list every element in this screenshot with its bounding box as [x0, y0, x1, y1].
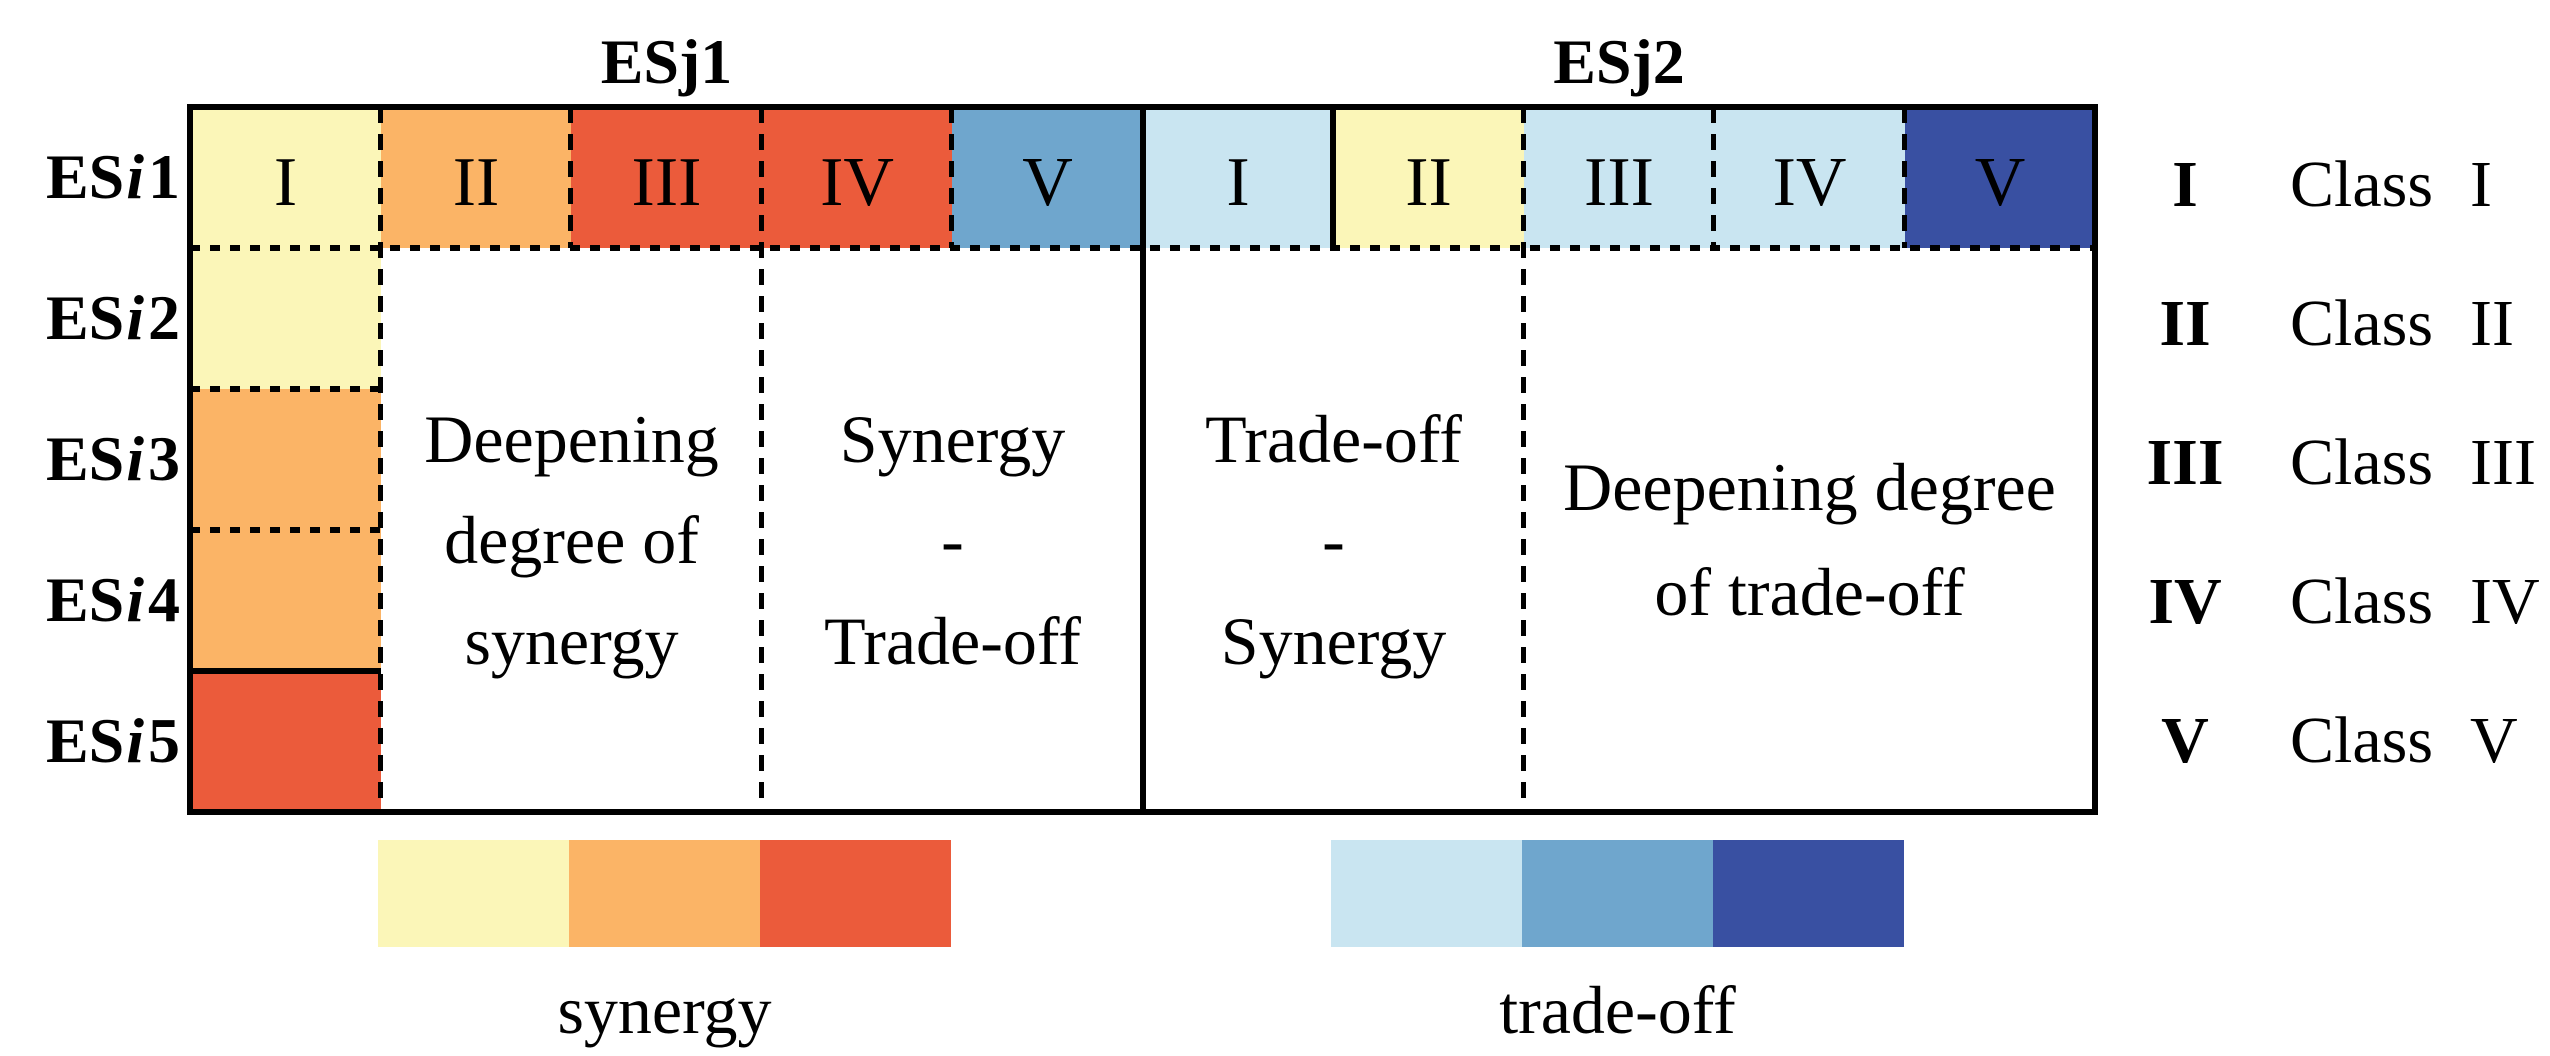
row-label-esi5: ESi5	[10, 706, 180, 776]
synergy-bar-label: synergy	[557, 971, 772, 1048]
matrix-cell-left-3	[190, 389, 381, 530]
row-label-esi2: ESi2	[10, 283, 180, 353]
cell-numeral: I	[1226, 143, 1250, 221]
region-text-line: Trade-off	[1205, 401, 1462, 477]
row-label-prefix: ES	[45, 705, 125, 776]
legend-numeral: V	[2161, 704, 2209, 777]
row-label-var: i	[126, 141, 144, 212]
divider-dashed	[378, 107, 383, 812]
divider-dotted	[190, 386, 381, 392]
cell-numeral: V	[1022, 143, 1073, 221]
matrix-cell-top-1	[190, 107, 381, 248]
matrix-cell-top-7	[1333, 107, 1524, 248]
legend-class-numeral: I	[2470, 148, 2492, 221]
cell-numeral: I	[273, 143, 298, 221]
region-synergy-tradeoff: Synergy - Trade-off	[762, 389, 1143, 692]
matrix-cell-top-3	[571, 107, 762, 248]
row-label-esi4: ESi4	[10, 565, 180, 635]
row-label-prefix: ES	[45, 282, 125, 353]
matrix-cell-left-2	[190, 248, 381, 389]
cell-numeral: IV	[1772, 143, 1847, 221]
tradeoff-swatch-3	[1713, 840, 1904, 947]
matrix-cell-top-8	[1524, 107, 1714, 248]
region-text-line: Deepening degree	[1563, 449, 2056, 525]
matrix-cell-left-5	[190, 671, 381, 812]
matrix-cell-top-2	[381, 107, 571, 248]
region-text-line: -	[941, 502, 964, 578]
legend-class-word: Class	[2290, 704, 2434, 777]
row-label-num: 1	[148, 141, 180, 212]
cell-numeral: IV	[820, 143, 894, 221]
divider-dotted	[190, 245, 2095, 251]
matrix-cell-top-10	[1905, 107, 2095, 248]
legend-class-word: Class	[2290, 148, 2434, 221]
cell-numeral: III	[631, 143, 702, 221]
region-text-line: -	[1322, 502, 1345, 578]
legend-class-numeral: II	[2470, 287, 2514, 360]
synergy-swatch-1	[378, 840, 569, 947]
divider-dashed	[1521, 107, 1526, 812]
group-header-esj2: ESj2	[1553, 26, 1685, 97]
divider-solid-mid	[1140, 107, 1146, 812]
region-deepening-synergy: Deepening degree of synergy	[381, 389, 762, 692]
tradeoff-bar-label: trade-off	[1499, 971, 1736, 1048]
matrix-cell-top-5	[952, 107, 1143, 248]
row-label-num: 5	[148, 705, 180, 776]
tradeoff-swatch-2	[1522, 840, 1713, 947]
region-text-line: Synergy	[839, 401, 1066, 477]
region-text-line: Synergy	[1220, 603, 1447, 679]
divider-solid	[190, 668, 381, 674]
divider-dotted	[190, 527, 381, 533]
region-tradeoff-synergy: Trade-off - Synergy	[1143, 389, 1524, 692]
legend-class-word: Class	[2290, 287, 2434, 360]
matrix-cell-top-9	[1714, 107, 1905, 248]
legend-numeral: IV	[2148, 565, 2222, 638]
row-label-prefix: ES	[45, 141, 125, 212]
divider-dashed	[759, 107, 764, 812]
cell-numeral: III	[1584, 143, 1654, 221]
region-text-line: synergy	[464, 603, 679, 679]
matrix-cell-top-4	[762, 107, 952, 248]
legend-class-numeral: III	[2470, 426, 2536, 499]
region-text-line: degree of	[444, 502, 699, 578]
legend-numeral: I	[2172, 148, 2198, 221]
matrix-cell-left-4	[190, 530, 381, 671]
divider-dashed	[1902, 107, 1907, 248]
region-text-line: Trade-off	[824, 603, 1081, 679]
row-label-var: i	[126, 564, 144, 635]
legend-numeral: II	[2159, 287, 2211, 360]
row-label-var: i	[126, 423, 144, 494]
row-label-var: i	[126, 282, 144, 353]
cell-numeral: V	[1974, 143, 2026, 221]
divider-dashed	[568, 107, 573, 248]
divider-dashed	[1711, 107, 1716, 248]
row-label-num: 3	[148, 423, 180, 494]
legend-numeral: III	[2146, 426, 2224, 499]
matrix-cell-top-6	[1143, 107, 1333, 248]
row-label-var: i	[126, 705, 144, 776]
row-label-esi1: ESi1	[10, 142, 180, 212]
region-text-line: of trade-off	[1654, 554, 1965, 630]
divider-dashed	[949, 107, 954, 248]
row-label-num: 4	[148, 564, 180, 635]
legend-class-numeral: V	[2470, 704, 2518, 777]
legend-class-word: Class	[2290, 426, 2434, 499]
synergy-swatch-3	[760, 840, 951, 947]
tradeoff-swatch-1	[1331, 840, 1522, 947]
group-header-esj1: ESj1	[600, 26, 733, 97]
synergy-swatch-2	[569, 840, 760, 947]
cell-numeral: II	[452, 143, 500, 221]
legend-class-numeral: IV	[2470, 565, 2540, 638]
region-deepening-tradeoff: Deepening degree of trade-off	[1524, 435, 2095, 645]
region-text-line: Deepening	[424, 401, 719, 477]
row-label-prefix: ES	[45, 423, 125, 494]
legend-class-word: Class	[2290, 565, 2434, 638]
row-label-esi3: ESi3	[10, 424, 180, 494]
cell-numeral: II	[1405, 143, 1452, 221]
row-label-num: 2	[148, 282, 180, 353]
divider-solid	[1330, 107, 1336, 248]
row-label-prefix: ES	[45, 564, 125, 635]
